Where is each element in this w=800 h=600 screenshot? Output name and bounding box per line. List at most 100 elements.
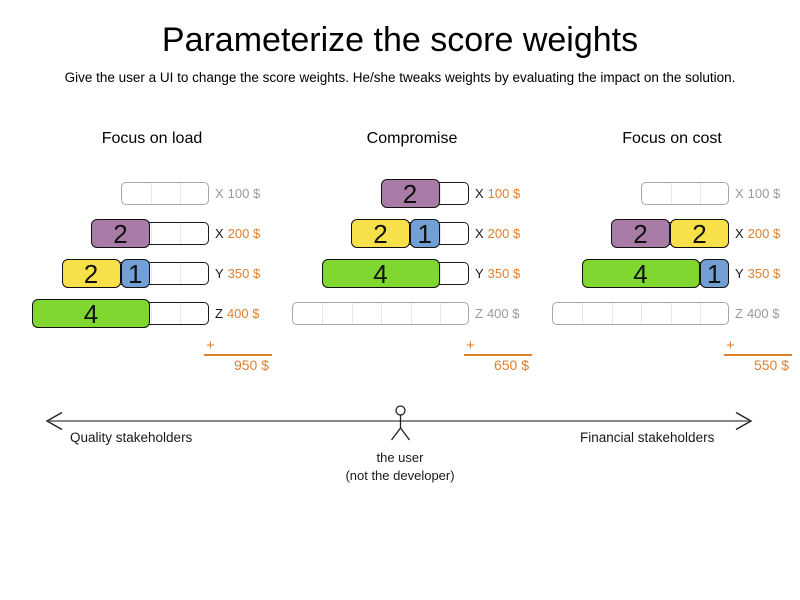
sum-line (724, 354, 792, 356)
unit-separator (150, 303, 152, 324)
row-price: 400 $ (746, 305, 780, 321)
row-price: 100 $ (747, 185, 781, 201)
unit-separator (440, 223, 441, 244)
weight-block-yellow: 2 (61, 259, 121, 288)
weight-track (292, 302, 469, 325)
unit-separator (180, 303, 181, 324)
row-key: X (735, 185, 744, 201)
sum-total: 550 $ (753, 357, 789, 373)
user-caption-line1: the user (376, 450, 424, 465)
plus-sign: + (466, 337, 475, 354)
stick-figure-user-icon (390, 405, 411, 441)
unit-separator (381, 303, 382, 324)
row-key: Z (475, 305, 483, 321)
sum-line (464, 354, 532, 356)
weight-block-green: 4 (581, 259, 700, 288)
sum-total: 950 $ (233, 357, 269, 373)
weight-block-purple: 2 (611, 219, 670, 248)
row-price: 350 $ (487, 265, 521, 281)
unit-separator (150, 263, 152, 284)
weight-block-green: 4 (32, 299, 150, 328)
column-title: Focus on cost (622, 130, 722, 147)
unit-separator (700, 303, 701, 324)
sum-line (204, 354, 272, 356)
unit-separator (700, 183, 701, 204)
user-caption-line2: (not the developer) (345, 468, 455, 483)
weight-block-green: 4 (321, 259, 440, 288)
row-key: Y (215, 265, 224, 281)
arrowhead-right-icon (735, 411, 753, 431)
unit-separator (440, 183, 441, 204)
unit-separator (582, 303, 583, 324)
unit-separator (180, 183, 181, 204)
row-key: X (475, 185, 484, 201)
unit-separator (150, 223, 152, 244)
unit-separator (180, 223, 181, 244)
axis-arrow-graphic (45, 405, 753, 441)
page-title: Parameterize the score weights (161, 21, 639, 59)
unit-separator (180, 263, 181, 284)
column-title: Focus on load (101, 130, 203, 147)
row-key: X (735, 225, 744, 241)
row-price: 400 $ (486, 305, 520, 321)
weight-block-blue: 1 (410, 219, 440, 248)
arrowhead-left-icon (45, 411, 63, 431)
row-key: X (215, 185, 224, 201)
axis-label-quality: Quality stakeholders (70, 430, 193, 445)
row-price: 100 $ (227, 185, 261, 201)
row-key: Y (735, 265, 744, 281)
row-price: 400 $ (226, 305, 260, 321)
weight-track (552, 302, 729, 325)
weight-track (640, 182, 729, 205)
row-key: X (215, 225, 224, 241)
weight-block-yellow: 2 (670, 219, 729, 248)
row-key: Z (735, 305, 743, 321)
weight-block-purple: 2 (380, 179, 440, 208)
weight-block-yellow: 2 (351, 219, 410, 248)
unit-separator (670, 183, 672, 204)
unit-separator (351, 303, 353, 324)
stakeholder-axis: Quality stakeholders Financial stakehold… (0, 400, 800, 495)
row-price: 100 $ (487, 185, 521, 201)
unit-separator (150, 183, 152, 204)
row-price: 200 $ (227, 225, 261, 241)
unit-separator (410, 303, 412, 324)
unit-separator (440, 263, 441, 284)
weight-track (120, 182, 209, 205)
page-subtitle: Give the user a UI to change the score w… (64, 70, 736, 85)
column-title: Compromise (366, 130, 458, 147)
axis-label-financial: Financial stakeholders (580, 430, 715, 445)
row-price: 200 $ (747, 225, 781, 241)
unit-separator (641, 303, 642, 324)
row-key: X (475, 225, 484, 241)
plus-sign: + (726, 337, 735, 354)
row-price: 200 $ (487, 225, 521, 241)
row-price: 350 $ (227, 265, 261, 281)
plus-sign: + (206, 337, 215, 354)
row-key: Y (475, 265, 484, 281)
row-key: Z (215, 305, 223, 321)
unit-separator (611, 303, 613, 324)
weight-block-blue: 1 (699, 259, 729, 288)
sum-total: 650 $ (493, 357, 529, 373)
row-price: 350 $ (747, 265, 781, 281)
weight-block-blue: 1 (120, 259, 150, 288)
unit-separator (322, 303, 323, 324)
